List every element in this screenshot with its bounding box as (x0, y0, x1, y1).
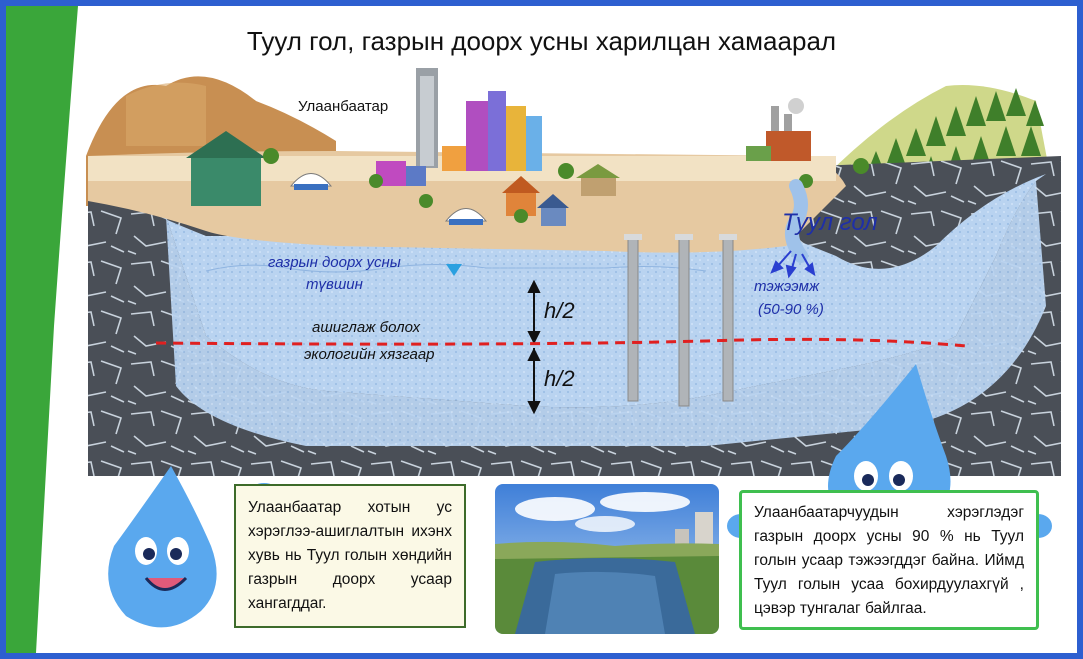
half-top-label: h/2 (544, 298, 575, 323)
river-stream (785, 179, 808, 263)
half-bottom-label: h/2 (544, 366, 575, 391)
green-side-strip (6, 6, 78, 653)
city-buildings-icon (376, 68, 542, 186)
groundwater-level-label-2: түвшин (306, 276, 363, 293)
water-level-marker (446, 264, 462, 276)
river-label: Туул гол (782, 209, 878, 236)
well-pipe-icon (624, 234, 737, 407)
limit-label-2: экологийн хязгаар (304, 346, 435, 363)
info-box-right: Улаанбаатарчуудын хэрэглэдэг газрын доор… (739, 490, 1039, 630)
groundwater-level-label-1: газрын доорх усны (268, 254, 401, 271)
city-label: Улаанбаатар (298, 98, 389, 115)
yurt-icon (289, 173, 488, 225)
river-photo (495, 484, 719, 634)
info-box-right-text: Улаанбаатарчуудын хэрэглэдэг газрын доор… (754, 504, 1024, 617)
info-box-left: Улаанбаатар хотын ус хэрэглээ-ашиглалтын… (234, 484, 466, 628)
tree-icons (263, 148, 869, 223)
page-title: Туул гол, газрын доорх усны харилцан хам… (246, 26, 837, 56)
recharge-label-2: (50-90 %) (758, 301, 824, 318)
water-drop-mascot-icon (108, 466, 217, 628)
factory-icon (746, 98, 811, 161)
house-icon (186, 131, 620, 226)
aquifer-water (88, 174, 1046, 408)
cross-section-diagram (86, 68, 1061, 628)
info-box-left-text: Улаанбаатар хотын ус хэрэглээ-ашиглалтын… (248, 499, 452, 612)
limit-label-1: ашиглаж болох (312, 319, 421, 336)
half-depth-arrows (527, 279, 541, 415)
ecological-limit-line (155, 337, 967, 348)
infographic-page: Туул гол, газрын доорх усны харилцан хам… (6, 6, 1077, 653)
recharge-label-1: тэжээмж (754, 278, 820, 295)
flow-arrow-icon (770, 250, 816, 279)
